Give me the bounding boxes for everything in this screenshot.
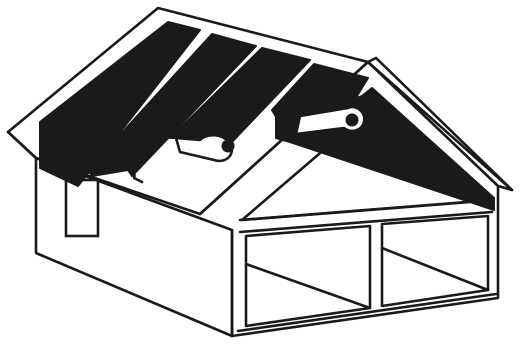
floor-slab-bottom — [240, 212, 492, 232]
wall-base — [238, 294, 496, 331]
room-right — [382, 216, 488, 306]
floor-slab-top — [240, 200, 492, 220]
room-left — [246, 226, 370, 326]
room-left-inner-floor — [246, 264, 370, 308]
window — [66, 180, 98, 236]
interior-rooms — [240, 200, 492, 326]
roll-strip-3 — [176, 135, 234, 161]
room-right-inner-floor — [382, 248, 488, 290]
left-eave — [8, 132, 36, 158]
